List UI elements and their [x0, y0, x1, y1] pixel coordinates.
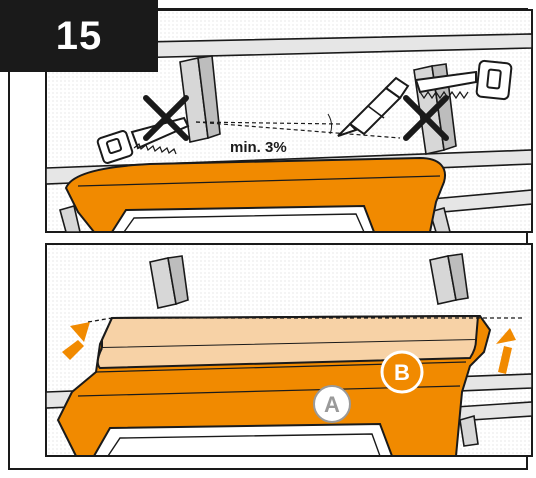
cross-icon	[143, 95, 189, 141]
label-b-text: B	[394, 360, 410, 385]
label-b: B	[380, 350, 424, 394]
step-number-badge: 15	[0, 0, 158, 72]
arrow-up-icon	[62, 322, 90, 360]
underlay-strip	[87, 314, 522, 370]
knife-icon	[337, 76, 410, 137]
cross-icon	[403, 95, 449, 141]
arrow-up-icon	[496, 328, 516, 374]
slope-indicator: min. 3%	[195, 113, 401, 156]
step-number: 15	[55, 13, 103, 58]
label-a-text: A	[324, 392, 340, 417]
label-a: A	[313, 385, 351, 423]
top-flashing	[64, 156, 446, 233]
bottom-panel: B A	[45, 243, 533, 457]
saw-icon	[414, 59, 513, 101]
slope-label: min. 3%	[230, 139, 287, 156]
top-panel: min. 3%	[45, 9, 533, 233]
